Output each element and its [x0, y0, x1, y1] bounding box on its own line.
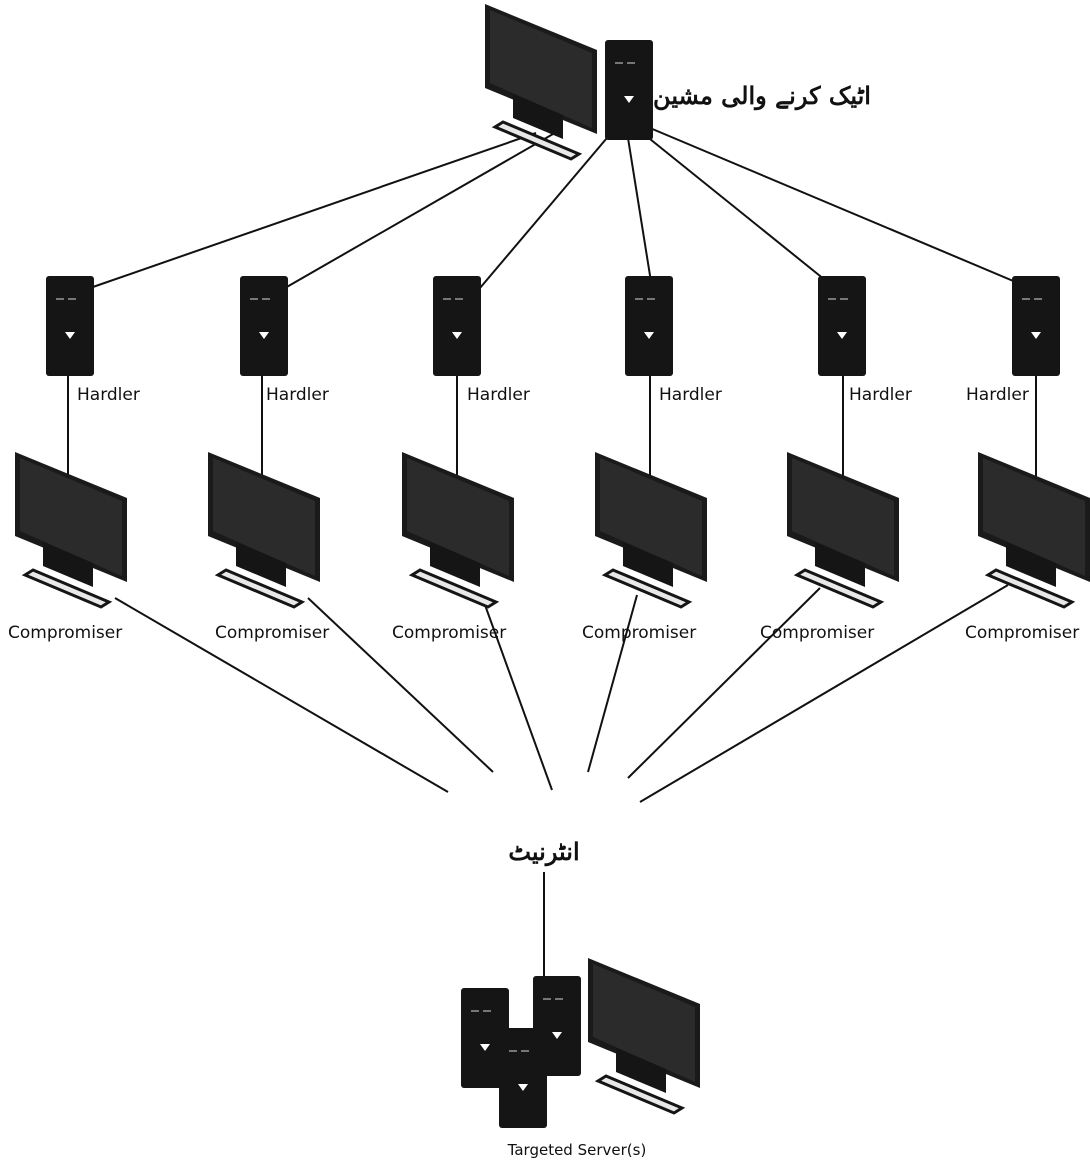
link-attacker-handler-3: [479, 131, 613, 289]
handler-links: [67, 375, 1037, 480]
handler-server-icon: [1012, 276, 1060, 376]
compromiser-monitor-icon: [785, 450, 901, 609]
compromiser-3: Compromiser: [392, 450, 516, 643]
link-compromiser-internet-4: [587, 594, 638, 773]
handler-5: Hardler: [818, 276, 912, 405]
handler-3: Hardler: [433, 276, 530, 405]
compromiser-monitor-icon: [13, 450, 129, 609]
compromiser-monitor-icon: [593, 450, 709, 609]
link-attacker-handler-6: [649, 127, 1031, 289]
compromiser-6: Compromiser: [965, 450, 1090, 643]
handler-label: Hardler: [467, 385, 530, 405]
handler-server-icon: [46, 276, 94, 376]
compromiser-1: Compromiser: [8, 450, 129, 643]
handler-2: Hardler: [240, 276, 329, 405]
internet-links: [114, 584, 1009, 985]
compromiser-monitor-icon: [206, 450, 322, 609]
link-attacker-handler-2: [284, 129, 561, 289]
target-monitor-icon: [586, 956, 702, 1115]
target-server-icon: [499, 1028, 547, 1128]
handler-server-icon: [818, 276, 866, 376]
handler-server-icon: [240, 276, 288, 376]
attacker-monitor-icon: [483, 2, 599, 161]
link-compromiser-internet-1: [114, 597, 449, 793]
compromiser-monitor-icon: [400, 450, 516, 609]
link-attacker-handler-5: [644, 134, 836, 289]
link-attacker-handler-1: [89, 132, 537, 289]
compromiser-2: Compromiser: [206, 450, 329, 643]
targeted-servers: Targeted Server(s): [461, 956, 702, 1159]
compromiser-label: Compromiser: [965, 623, 1079, 643]
compromiser-label: Compromiser: [8, 623, 122, 643]
handler-label: Hardler: [266, 385, 329, 405]
handler-server-icon: [433, 276, 481, 376]
handler-label: Hardler: [849, 385, 912, 405]
compromiser-label: Compromiser: [392, 623, 506, 643]
attacker-server-icon: [605, 40, 653, 140]
attacker-label: اٹیک کرنے والی مشین: [653, 81, 871, 111]
compromiser-5: Compromiser: [760, 450, 901, 643]
attacker-machine: اٹیک کرنے والی مشین: [483, 2, 871, 161]
link-attacker-handler-4: [627, 137, 653, 289]
handler-4: Hardler: [625, 276, 722, 405]
attacker-links: [89, 127, 1031, 289]
link-compromiser-internet-6: [639, 584, 1009, 803]
handler-6: Hardler: [966, 276, 1060, 405]
handler-1: Hardler: [46, 276, 140, 405]
compromiser-monitor-icon: [976, 450, 1090, 609]
compromiser-label: Compromiser: [215, 623, 329, 643]
link-compromiser-internet-3: [484, 604, 553, 791]
compromiser-label: Compromiser: [582, 623, 696, 643]
handler-label: Hardler: [77, 385, 140, 405]
target-label: Targeted Server(s): [507, 1141, 647, 1159]
handler-server-icon: [625, 276, 673, 376]
internet-label: انٹرنیٹ: [508, 837, 579, 867]
compromiser-label: Compromiser: [760, 623, 874, 643]
compromiser-4: Compromiser: [582, 450, 709, 643]
handler-label: Hardler: [966, 385, 1029, 405]
link-compromiser-internet-5: [627, 587, 821, 779]
handler-label: Hardler: [659, 385, 722, 405]
link-compromiser-internet-2: [307, 597, 494, 773]
